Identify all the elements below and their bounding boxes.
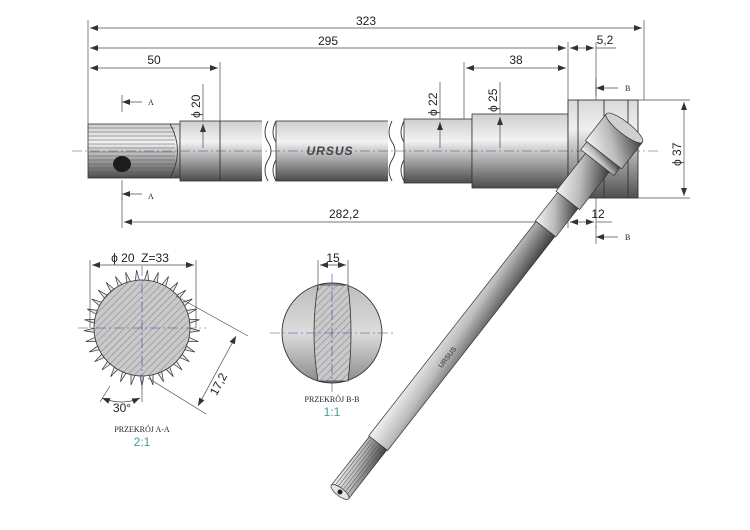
section-mark-a-bottom: A [148, 192, 154, 201]
dim-length-282: 282,2 [329, 207, 359, 221]
center-hole [113, 156, 131, 172]
section-a-title: PRZEKRÓJ A-A [114, 424, 170, 434]
break-line-2a [388, 120, 396, 182]
section-mark-b-bottom: B [625, 233, 630, 242]
dim-length-38: 38 [509, 53, 523, 67]
section-mark-a-top: A [148, 98, 154, 107]
dim-spline-length: 50 [147, 53, 161, 67]
dim-dia-25: ϕ 25 [486, 88, 500, 112]
section-b-dim-15: 15 [326, 251, 340, 265]
section-a-scale: 2:1 [134, 435, 151, 449]
section-b-title: PRZEKRÓJ B-B [305, 394, 360, 404]
dim-end-width: 5,2 [597, 33, 614, 47]
section-b-b: 15 PRZEKRÓJ B-B 1:1 [270, 251, 394, 419]
break-gap-2 [388, 112, 408, 192]
dim-length-295: 295 [318, 34, 338, 48]
isometric-shaft-view: URSUS [330, 112, 644, 500]
section-mark-b-top: B [625, 84, 630, 93]
section-b-scale: 1:1 [324, 405, 341, 419]
spline-teeth [88, 127, 175, 177]
side-view-dimensions: 323 295 5,2 50 38 282,2 12 ϕ 20 ϕ 22 ϕ 2… [87, 14, 690, 244]
dim-dia-37: ϕ 37 [670, 142, 684, 166]
dim-overall-length: 323 [356, 14, 376, 28]
section-a-angle: 30° [113, 401, 131, 415]
spline-runout [169, 123, 178, 179]
dim-collar-width: 12 [591, 207, 605, 221]
iso-center-hole [337, 489, 343, 495]
shaft-side-view: URSUS [72, 99, 660, 199]
section-a-a: ϕ 20 Z=33 17,2 30° PRZEKRÓJ A-A 2:1 [78, 251, 249, 449]
section-a-header: ϕ 20 Z=33 [111, 251, 169, 265]
iso-collar-face [605, 112, 644, 144]
iso-shaft-body [368, 220, 556, 452]
section-a-dim-172: 17,2 [207, 370, 230, 397]
dim-dia-20: ϕ 20 [189, 94, 203, 118]
dim-dia-22: ϕ 22 [426, 92, 440, 116]
